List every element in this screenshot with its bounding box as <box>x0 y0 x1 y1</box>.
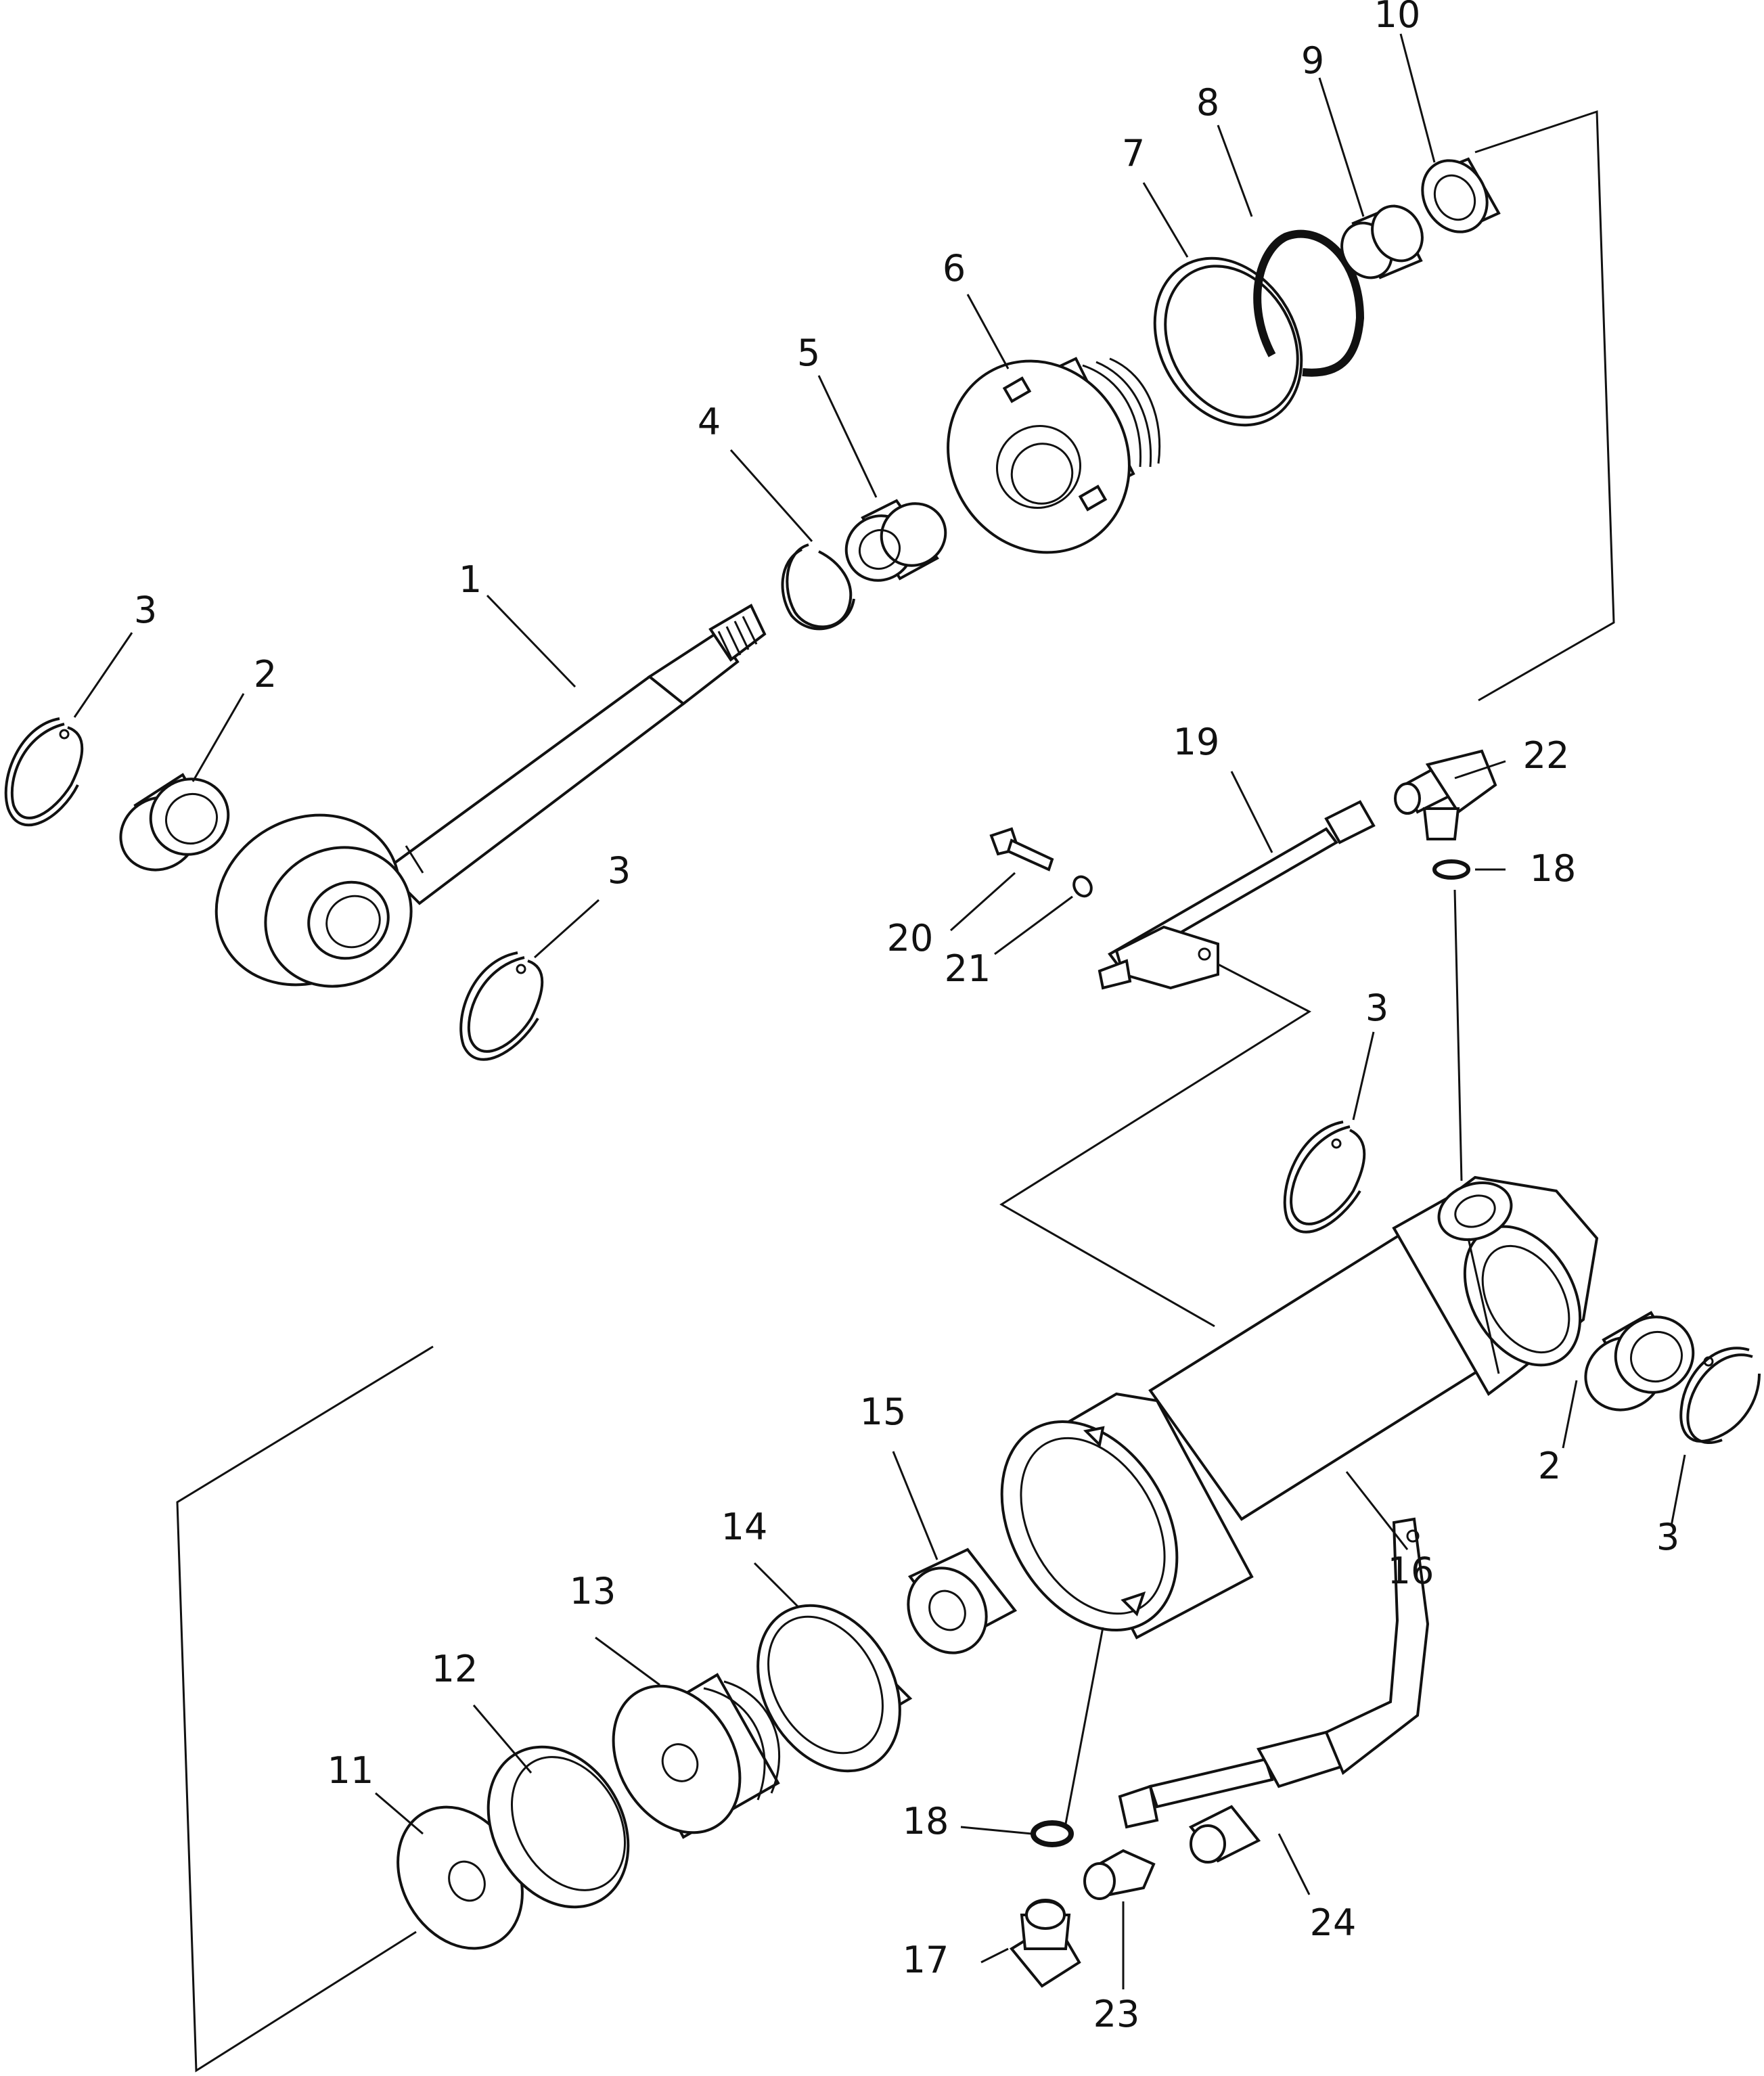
cylinder-head-part-6 <box>947 357 1161 554</box>
callout-3-bottom-right: 3 <box>1656 1516 1679 1558</box>
callout-21: 21 <box>945 947 991 990</box>
pipe-part-24 <box>1118 1517 1430 1864</box>
callout-3-mid-left: 3 <box>608 849 631 892</box>
washer-part-21 <box>1072 875 1093 898</box>
callout-13: 13 <box>570 1570 616 1612</box>
snap-ring-part-3-c <box>1283 1121 1366 1234</box>
callout-15: 15 <box>860 1391 907 1433</box>
callout-10: 10 <box>1374 0 1421 36</box>
callout-1: 1 <box>459 558 482 601</box>
leader-lines <box>73 33 1686 1989</box>
snap-ring-part-3-a <box>4 717 84 827</box>
callout-9: 9 <box>1301 39 1324 82</box>
snap-ring-part-3-b <box>459 951 544 1061</box>
bushing-part-2-right <box>1584 1311 1695 1412</box>
callout-8: 8 <box>1196 81 1219 124</box>
callout-3-mid-right: 3 <box>1365 987 1388 1029</box>
ring-part-14 <box>756 1604 913 1773</box>
callout-24: 24 <box>1310 1901 1357 1944</box>
cylinder-tube-part-16 <box>1000 1175 1599 1640</box>
snap-ring-part-3-d <box>1679 1347 1761 1444</box>
o-ring-part-18-lower <box>1031 1820 1074 1847</box>
o-ring-part-8 <box>1253 229 1365 377</box>
callout-22: 22 <box>1523 734 1570 777</box>
callout-19: 19 <box>1173 721 1220 763</box>
callout-16: 16 <box>1388 1550 1434 1592</box>
callout-18-lower: 18 <box>903 1800 949 1843</box>
callout-11: 11 <box>327 1749 374 1792</box>
connector-part-23 <box>1083 1849 1156 1900</box>
callout-20: 20 <box>887 917 934 960</box>
o-ring-part-18-upper <box>1432 859 1470 880</box>
grouping-lines <box>176 110 1615 2073</box>
callout-6: 6 <box>943 247 966 290</box>
callout-23: 23 <box>1093 1993 1140 2035</box>
retaining-ring-part-4 <box>781 543 855 631</box>
callout-2-left: 2 <box>254 653 277 696</box>
pipe-part-19 <box>1098 800 1376 990</box>
callout-12: 12 <box>432 1648 478 1690</box>
callout-18-upper: 18 <box>1530 847 1577 890</box>
bushing-part-9 <box>1340 204 1424 279</box>
callout-labels: 1 2 2 3 3 3 3 4 5 6 7 8 9 10 11 12 13 14… <box>134 0 1679 2035</box>
callout-7: 7 <box>1122 132 1145 175</box>
callout-5: 5 <box>797 332 820 374</box>
wiper-seal-part-10 <box>1421 157 1501 233</box>
bolt-part-20 <box>989 827 1054 872</box>
elbow-fitting-part-22 <box>1394 749 1497 840</box>
callout-4: 4 <box>698 401 721 443</box>
nut-part-15 <box>907 1548 1018 1654</box>
callout-14: 14 <box>721 1506 768 1548</box>
piston-rod-part-1 <box>214 604 767 988</box>
callout-17: 17 <box>903 1939 949 1981</box>
elbow-fitting-part-17 <box>1010 1899 1081 1988</box>
bushing-part-2-left <box>119 773 230 872</box>
bearing-part-5 <box>844 499 947 582</box>
callout-3-top-left: 3 <box>134 589 157 631</box>
seal-ring-part-7 <box>1153 256 1303 427</box>
piston-part-13 <box>612 1673 781 1839</box>
callout-2-right: 2 <box>1538 1445 1561 1487</box>
